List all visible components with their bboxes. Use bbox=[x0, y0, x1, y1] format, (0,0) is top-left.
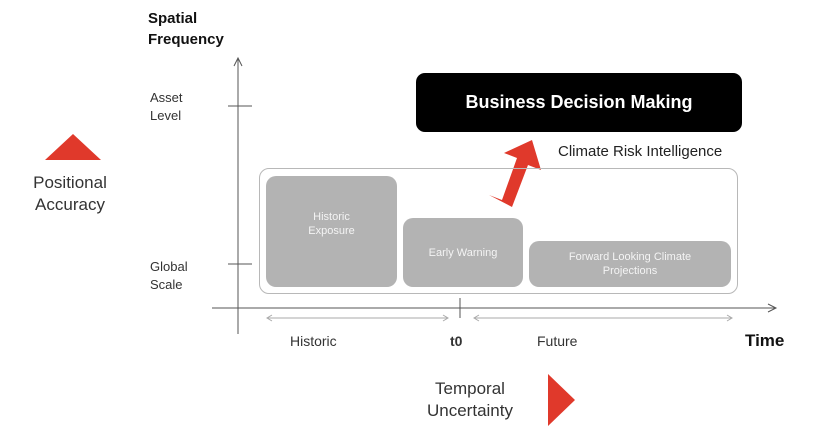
climate-risk-label: Climate Risk Intelligence bbox=[558, 143, 723, 160]
x-axis-title: Time bbox=[745, 331, 785, 350]
forward-projections-line2: Projections bbox=[602, 265, 658, 277]
y-axis-title: Spatial Frequency bbox=[148, 8, 258, 50]
y-tick-label-global-line2: Scale bbox=[150, 277, 183, 292]
temporal-uncertainty-line1: Temporal bbox=[435, 379, 505, 398]
historic-exposure-line2: Exposure bbox=[308, 224, 355, 237]
y-axis-title-line1: Spatial bbox=[148, 10, 198, 27]
y-axis-arrowhead bbox=[233, 56, 243, 67]
y-tick-label-asset-line2: Level bbox=[150, 108, 182, 123]
temporal-uncertainty-line2: Uncertainty bbox=[427, 401, 513, 420]
x-label-historic: Historic bbox=[290, 333, 337, 349]
forward-projections-line1: Forward Looking Climate bbox=[568, 251, 692, 263]
positional-accuracy-label: Positional Accuracy bbox=[16, 172, 124, 216]
historic-exposure-line1: Historic bbox=[313, 210, 350, 223]
y-tick-label-global-line1: Global bbox=[150, 259, 188, 274]
business-decision-box: Business Decision Making bbox=[416, 73, 742, 132]
x-axis-arrowhead bbox=[767, 303, 778, 313]
business-decision-label: Business Decision Making bbox=[465, 92, 693, 112]
y-tick-label-asset: Asset Level bbox=[150, 89, 220, 125]
positional-accuracy-triangle bbox=[45, 134, 101, 160]
red-arrow-icon bbox=[489, 140, 541, 207]
temporal-uncertainty-label: Temporal Uncertainty bbox=[411, 378, 529, 422]
future-range-left-head bbox=[473, 314, 480, 322]
climate-risk-frame bbox=[259, 168, 738, 294]
positional-accuracy-line1: Positional bbox=[33, 173, 107, 192]
y-axis-title-line2: Frequency bbox=[148, 31, 224, 48]
y-tick-label-asset-line1: Asset bbox=[150, 90, 183, 105]
future-range-right-head bbox=[726, 314, 733, 322]
x-label-future: Future bbox=[537, 333, 578, 349]
early-warning-box: Early Warning bbox=[403, 218, 523, 287]
positional-accuracy-line2: Accuracy bbox=[35, 195, 105, 214]
historic-range-left-head bbox=[266, 314, 273, 322]
x-label-t0: t0 bbox=[450, 333, 463, 349]
forward-projections-box: Forward Looking Climate Projections bbox=[529, 241, 731, 287]
historic-exposure-box: Historic Exposure bbox=[266, 176, 397, 287]
temporal-uncertainty-triangle bbox=[548, 374, 575, 426]
historic-range-right-head bbox=[442, 314, 449, 322]
early-warning-label: Early Warning bbox=[428, 246, 498, 259]
y-tick-label-global: Global Scale bbox=[150, 258, 220, 294]
